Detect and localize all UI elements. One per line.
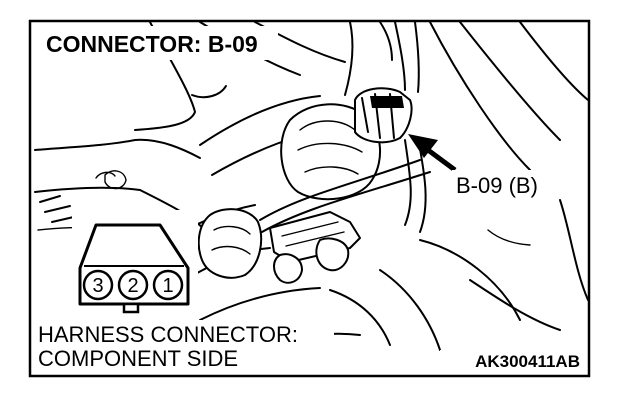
callout-label: B-09 (B) — [456, 173, 538, 198]
callout-arrow — [408, 134, 457, 173]
pin-2-label: 2 — [127, 275, 138, 297]
pin-2-circle — [117, 269, 149, 301]
harness-caption-line2: COMPONENT SIDE — [38, 346, 238, 371]
reference-code-backing — [440, 350, 584, 372]
connector-latch — [122, 302, 140, 314]
title-backing — [40, 26, 278, 60]
harness-caption-line1: HARNESS CONNECTOR: — [38, 322, 298, 347]
pin-3-circle — [82, 269, 114, 301]
connector-title: CONNECTOR: B-09 — [46, 31, 258, 57]
callout-label-backing — [452, 170, 552, 200]
pin-1-label: 1 — [162, 275, 173, 297]
pin-1-circle — [152, 269, 184, 301]
harness-caption-backing — [34, 320, 334, 372]
pin-3-label: 3 — [92, 275, 103, 297]
reference-code: AK300411AB — [475, 352, 580, 371]
pin-diagram: 3 2 1 — [72, 210, 198, 320]
